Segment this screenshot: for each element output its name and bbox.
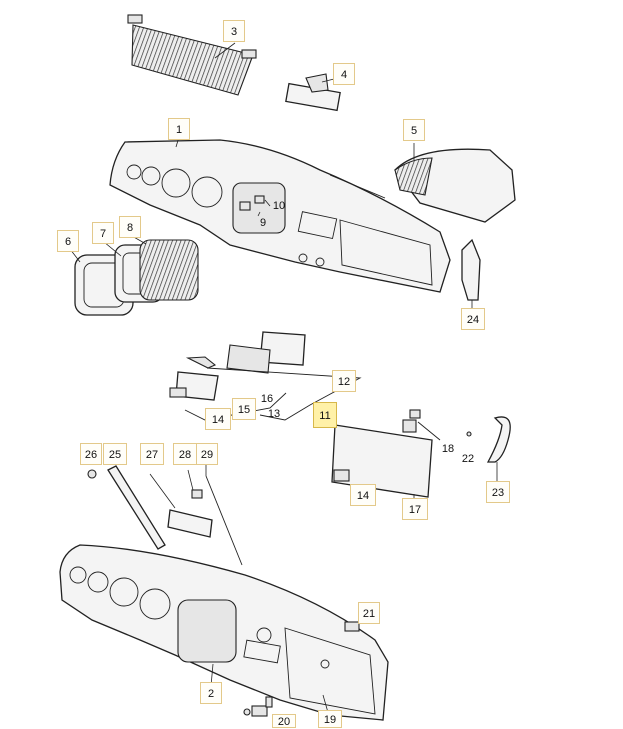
side-trim-part (461, 238, 481, 310)
callout-2: 2 (200, 682, 222, 704)
hinge-handle-part (402, 409, 511, 481)
strips-rods-part (87, 463, 243, 566)
callout-25: 25 (103, 443, 127, 465)
dashboard-lower-part (59, 544, 389, 721)
callout-29: 29 (196, 443, 218, 465)
callout-14-console: 14 (205, 408, 231, 430)
instrument-bezels-part (69, 235, 199, 316)
console-boxes-part (169, 331, 362, 421)
mirror-part (285, 73, 343, 112)
sun-visor-part (127, 14, 257, 96)
callout-9: 9 (259, 217, 267, 229)
callout-14-lid: 14 (350, 484, 376, 506)
callout-24: 24 (461, 308, 485, 330)
callout-11[interactable]: 11 (313, 402, 337, 428)
glove-box-insert-part (394, 143, 516, 223)
callout-20: 20 (272, 714, 296, 728)
switch-part (243, 696, 273, 717)
callout-3: 3 (223, 20, 245, 42)
callout-10: 10 (272, 200, 286, 212)
callout-6: 6 (57, 230, 79, 252)
callout-4: 4 (333, 63, 355, 85)
callout-7: 7 (92, 222, 114, 244)
callout-5: 5 (403, 119, 425, 141)
clips-part (239, 195, 271, 217)
dashboard-upper-part (109, 136, 451, 293)
callout-8: 8 (119, 216, 141, 238)
callout-18: 18 (441, 443, 455, 455)
callout-27: 27 (140, 443, 164, 465)
callout-12: 12 (332, 370, 356, 392)
glove-box-lid-part (331, 424, 433, 500)
callout-15: 15 (232, 398, 256, 420)
callout-23: 23 (486, 481, 510, 503)
callout-16: 16 (260, 393, 274, 405)
callout-1: 1 (168, 118, 190, 140)
callout-21: 21 (358, 602, 380, 624)
callout-17: 17 (402, 498, 428, 520)
callout-13: 13 (267, 408, 281, 420)
callout-26: 26 (80, 443, 102, 465)
callout-28: 28 (173, 443, 197, 465)
callout-22: 22 (461, 453, 475, 465)
callout-19: 19 (318, 710, 342, 728)
